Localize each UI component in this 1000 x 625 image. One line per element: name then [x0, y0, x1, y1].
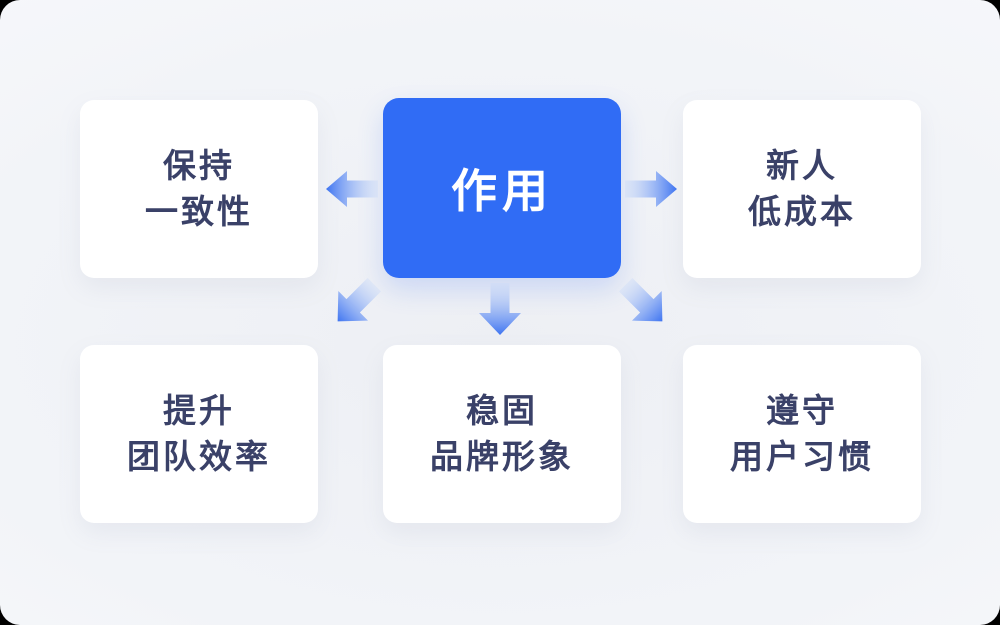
node-keep-consistency: 保持 一致性	[80, 100, 318, 278]
node-label-line: 稳固	[466, 391, 538, 429]
node-label-line: 保持	[163, 146, 235, 184]
center-node-label: 作用	[451, 165, 553, 217]
arrow-right-icon	[625, 171, 677, 207]
arrow-down-right-icon	[618, 277, 663, 322]
arrow-left-icon	[326, 171, 378, 207]
node-improve-team-efficiency: 提升 团队效率	[80, 345, 318, 523]
node-label-line: 提升	[163, 391, 235, 429]
node-follow-user-habits: 遵守 用户习惯	[683, 345, 921, 523]
node-label-line: 遵守	[766, 391, 838, 429]
node-label-line: 一致性	[145, 193, 253, 230]
arrow-down-icon	[479, 283, 521, 335]
node-label-line: 团队效率	[127, 438, 271, 475]
node-label-line: 用户习惯	[730, 438, 874, 475]
node-label-line: 低成本	[748, 193, 856, 230]
node-newcomer-low-cost: 新人 低成本	[683, 100, 921, 278]
node-stable-brand-image: 稳固 品牌形象	[383, 345, 621, 523]
node-label-line: 新人	[766, 146, 838, 184]
node-label-line: 品牌形象	[430, 438, 574, 475]
arrow-down-left-icon	[337, 277, 382, 322]
center-node: 作用	[383, 98, 621, 278]
